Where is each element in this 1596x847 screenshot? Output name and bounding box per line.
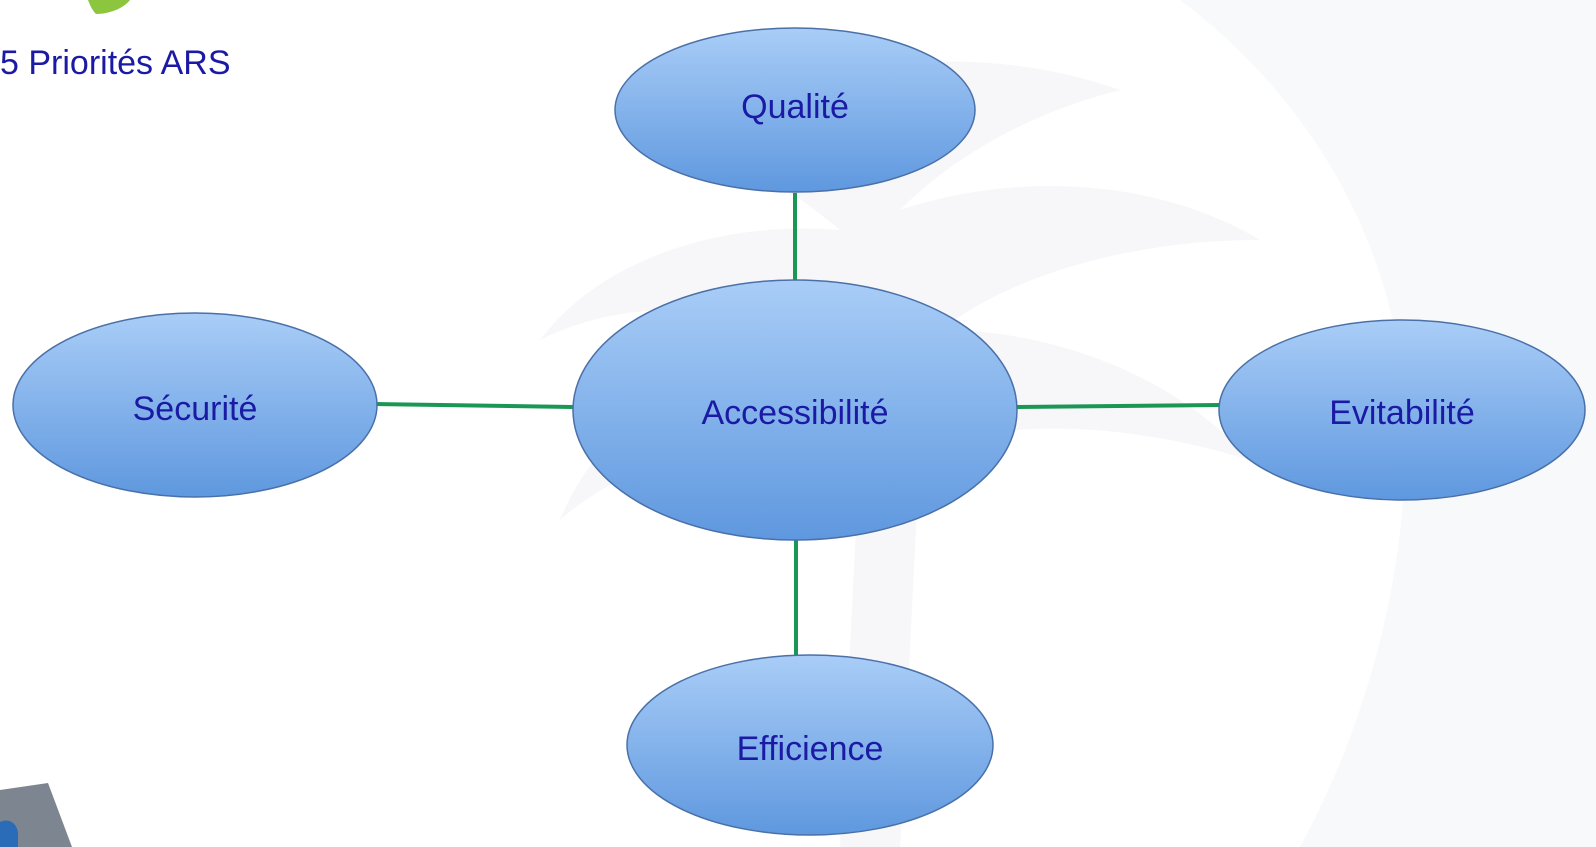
logo-fragment-bottom [0, 783, 72, 847]
logo-fragment-top [88, 0, 130, 14]
node-center: Accessibilité [572, 279, 1018, 541]
node-bottom: Efficience [626, 654, 994, 836]
node-top: Qualité [614, 27, 976, 193]
node-center-label: Accessibilité [701, 394, 888, 432]
node-bottom-label: Efficience [737, 730, 884, 768]
connector-right [1016, 403, 1221, 409]
node-left-label: Sécurité [133, 390, 258, 428]
node-top-ellipse [614, 27, 976, 193]
node-left: Sécurité [12, 312, 378, 498]
node-top-label: Qualité [741, 88, 849, 126]
node-bottom-ellipse [626, 654, 994, 836]
node-left-ellipse [12, 312, 378, 498]
node-center-ellipse [572, 279, 1018, 541]
node-right: Evitabilité [1218, 319, 1586, 501]
node-right-label: Evitabilité [1329, 394, 1475, 432]
node-right-ellipse [1218, 319, 1586, 501]
slide-title: 5 Priorités ARS [0, 44, 231, 82]
connector-left [374, 402, 574, 409]
